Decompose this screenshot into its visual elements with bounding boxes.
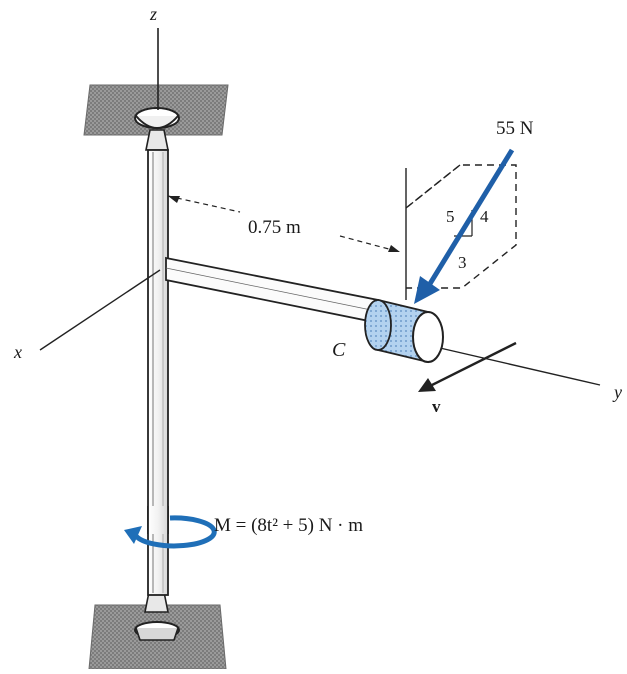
force-label: 55 N	[496, 118, 534, 139]
force-slope-box: 5 4 3	[405, 164, 517, 289]
top-support	[83, 84, 229, 151]
slope-horizontal: 3	[458, 253, 467, 272]
bottom-support	[88, 591, 227, 670]
y-axis	[439, 347, 601, 386]
moment-label: M = (8t² + 5) N · m	[214, 515, 363, 536]
force-arrow: 55 N	[414, 118, 534, 304]
dimension-label: 0.75 m	[248, 217, 301, 238]
velocity-arrow: v	[418, 341, 517, 416]
axis-label-y: y	[612, 382, 622, 402]
axis-label-x: x	[13, 342, 22, 362]
axis-label-z: z	[149, 4, 157, 24]
collar-c	[364, 298, 444, 364]
slope-vertical: 4	[480, 207, 489, 226]
x-axis	[39, 269, 161, 351]
horizontal-arm	[165, 256, 380, 324]
point-c-label: C	[332, 339, 346, 361]
slope-hyp: 5	[446, 207, 455, 226]
velocity-label: v	[432, 397, 441, 416]
moment-arrow: M = (8t² + 5) N · m	[124, 506, 363, 549]
dimension-075: 0.75 m	[167, 168, 407, 300]
